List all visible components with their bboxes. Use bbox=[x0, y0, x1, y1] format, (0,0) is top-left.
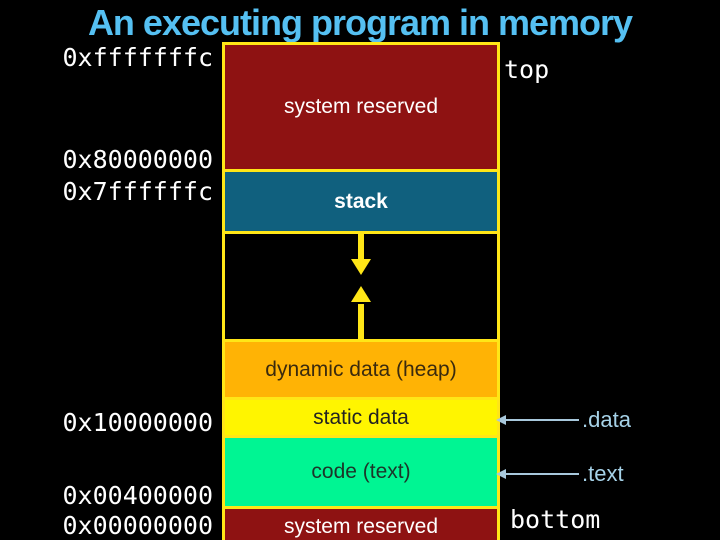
region-label: dynamic data (heap) bbox=[265, 357, 457, 381]
address-label-0xfffffffc: 0xfffffffc bbox=[62, 43, 213, 72]
memory-region-static-data: static data bbox=[222, 397, 500, 438]
growth-arrows bbox=[351, 234, 371, 339]
region-label: stack bbox=[334, 189, 388, 213]
region-label: system reserved bbox=[283, 515, 439, 538]
data-section-arrowhead-icon bbox=[496, 415, 506, 425]
memory-region-system-reserved-top: system reserved bbox=[222, 42, 500, 172]
memory-region-growth-gap bbox=[222, 231, 500, 342]
address-label-0x7ffffffc: 0x7ffffffc bbox=[62, 177, 213, 206]
text-section-arrowhead-icon bbox=[496, 469, 506, 479]
address-label-0x10000000: 0x10000000 bbox=[62, 408, 213, 437]
address-label-0x80000000: 0x80000000 bbox=[62, 145, 213, 174]
address-label-0x00400000: 0x00400000 bbox=[62, 481, 213, 510]
region-label: system reserved bbox=[283, 95, 439, 118]
marker-bottom: bottom bbox=[510, 505, 601, 534]
memory-region-stack: stack bbox=[222, 169, 500, 234]
address-label-0x00000000: 0x00000000 bbox=[62, 511, 213, 540]
stack-growth-arrow-down bbox=[351, 234, 371, 275]
memory-region-heap: dynamic data (heap) bbox=[222, 339, 500, 400]
page-title: An executing program in memory bbox=[87, 2, 633, 43]
data-section-pointer-line bbox=[504, 419, 579, 421]
data-section-label: .data bbox=[582, 407, 631, 432]
region-label: static data bbox=[313, 405, 409, 429]
text-section-pointer-line bbox=[504, 473, 579, 475]
memory-region-system-reserved-bottom: system reserved bbox=[222, 506, 500, 540]
heap-growth-arrow-up bbox=[351, 286, 371, 339]
text-section-label: .text bbox=[582, 461, 624, 486]
marker-top: top bbox=[504, 55, 550, 84]
memory-region-code: code (text) bbox=[222, 435, 500, 509]
region-label: code (text) bbox=[311, 460, 411, 483]
